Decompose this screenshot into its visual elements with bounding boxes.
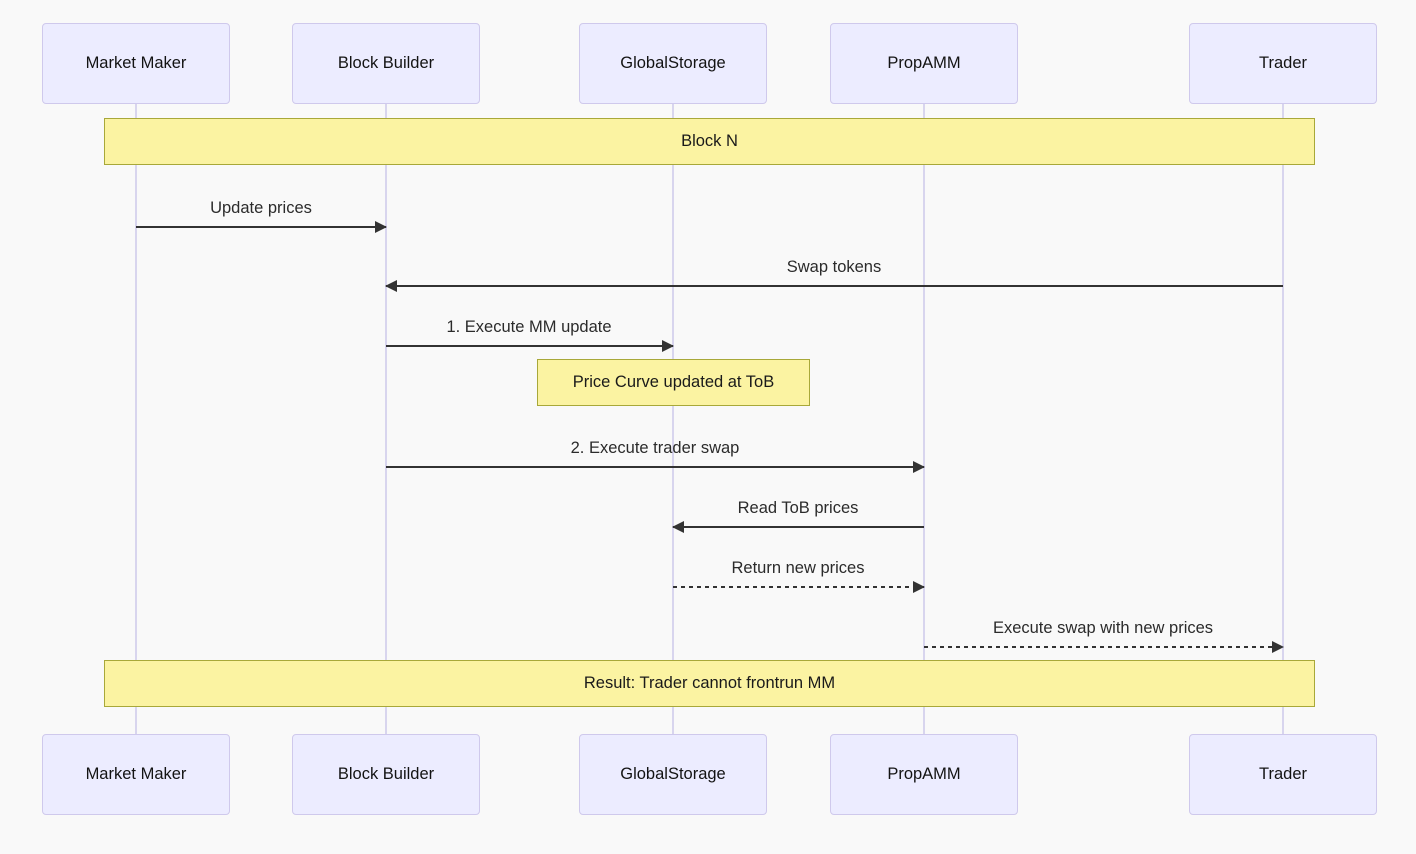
actor-label: GlobalStorage — [620, 54, 726, 72]
note-block-n: Block N — [104, 118, 1315, 165]
note-result-label: Result: Trader cannot frontrun MM — [583, 674, 836, 692]
arrowhead-icon — [662, 340, 674, 352]
actor-label: Trader — [1259, 54, 1307, 72]
actor-label: PropAMM — [887, 54, 961, 72]
message-arrow-execute-trader-swap — [386, 461, 925, 473]
actor-market-maker-bottom: Market Maker — [42, 734, 230, 815]
actor-label: PropAMM — [887, 765, 961, 783]
actor-label: GlobalStorage — [620, 765, 726, 783]
message-label-return-new-prices: Return new prices — [731, 559, 865, 577]
actor-propamm-bottom: PropAMM — [830, 734, 1018, 815]
arrowhead-icon — [1272, 641, 1284, 653]
message-label-execute-mm-update: 1. Execute MM update — [446, 318, 612, 336]
actor-market-maker-top: Market Maker — [42, 23, 230, 104]
actor-block-builder-bottom: Block Builder — [292, 734, 480, 815]
message-arrow-return-new-prices — [673, 581, 925, 593]
message-label-execute-trader-swap: 2. Execute trader swap — [570, 439, 740, 457]
actor-trader-top: Trader — [1189, 23, 1377, 104]
message-arrow-execute-mm-update — [386, 340, 674, 352]
actor-globalstorage-bottom: GlobalStorage — [579, 734, 767, 815]
lifeline-block-builder — [385, 104, 387, 734]
lifeline-globalstorage — [672, 104, 674, 734]
lifeline-propamm — [923, 104, 925, 734]
lifeline-market-maker — [135, 104, 137, 734]
arrowhead-icon — [385, 280, 397, 292]
message-label-update-prices: Update prices — [210, 199, 312, 217]
lifeline-trader — [1282, 104, 1284, 734]
actor-label: Trader — [1259, 765, 1307, 783]
arrowhead-icon — [913, 581, 925, 593]
actor-label: Market Maker — [85, 765, 187, 783]
note-price-curve-label: Price Curve updated at ToB — [572, 373, 775, 391]
message-label-read-tob-prices: Read ToB prices — [737, 499, 859, 517]
note-block-n-label: Block N — [681, 132, 738, 150]
message-arrow-swap-tokens — [385, 280, 1283, 292]
message-arrow-execute-swap-new-prices — [924, 641, 1284, 653]
arrowhead-icon — [672, 521, 684, 533]
note-result: Result: Trader cannot frontrun MM — [104, 660, 1315, 707]
message-arrow-read-tob-prices — [672, 521, 924, 533]
actor-label: Block Builder — [337, 765, 435, 783]
arrowhead-icon — [375, 221, 387, 233]
note-price-curve: Price Curve updated at ToB — [537, 359, 810, 406]
message-label-swap-tokens: Swap tokens — [786, 258, 882, 276]
actor-block-builder-top: Block Builder — [292, 23, 480, 104]
actor-trader-bottom: Trader — [1189, 734, 1377, 815]
arrowhead-icon — [913, 461, 925, 473]
actor-propamm-top: PropAMM — [830, 23, 1018, 104]
actor-label: Block Builder — [337, 54, 435, 72]
actor-globalstorage-top: GlobalStorage — [579, 23, 767, 104]
actor-label: Market Maker — [85, 54, 187, 72]
message-arrow-update-prices — [136, 221, 387, 233]
message-label-execute-swap-new-prices: Execute swap with new prices — [992, 619, 1214, 637]
